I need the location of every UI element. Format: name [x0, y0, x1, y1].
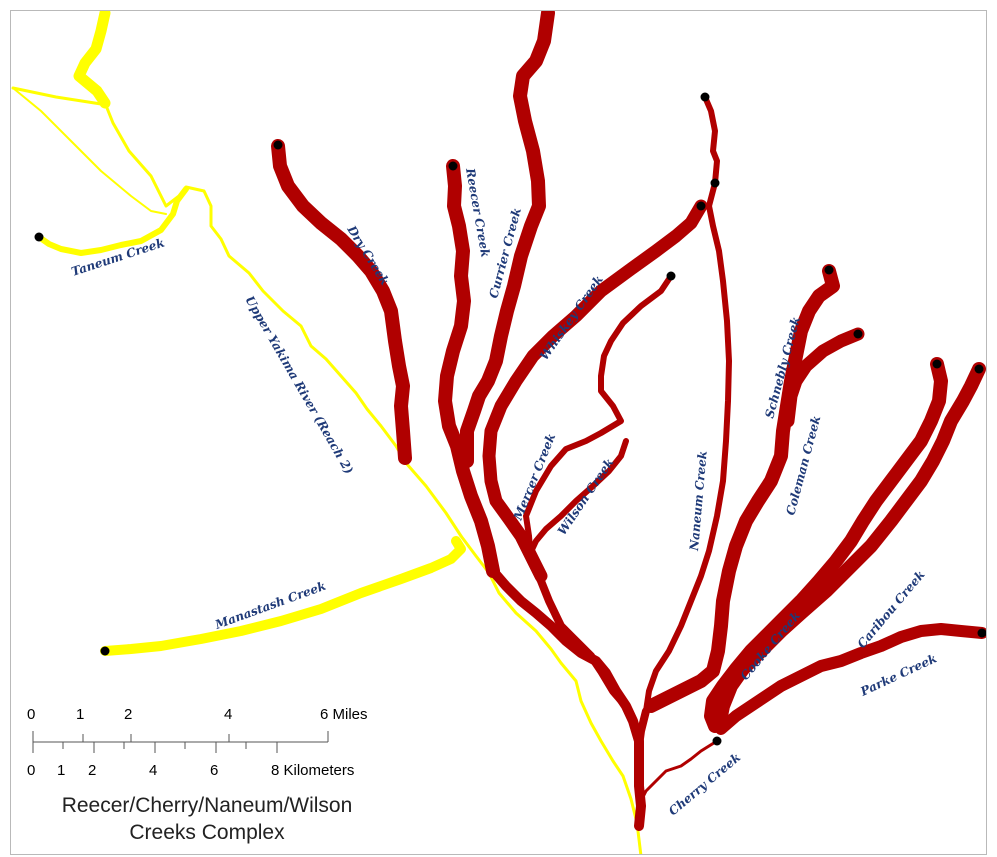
- yellow-streams: [11, 11, 643, 854]
- cooke-endpoint: [932, 359, 942, 369]
- coleman-creek-line: [781, 327, 865, 428]
- reecer-endpoint: [448, 161, 458, 171]
- caribou-creek-line: [712, 362, 986, 733]
- coleman-endpoint: [853, 329, 863, 339]
- whiskey-endpoint: [696, 201, 706, 211]
- scale-km-0: 0: [27, 762, 35, 779]
- naneum-endpoint: [700, 92, 710, 102]
- wilson-creek-line: [526, 438, 629, 559]
- stream-map: Taneum Creek Upper Yakima River (Reach 2…: [11, 11, 986, 854]
- label-wilson-creek: Wilson Creek: [555, 456, 617, 538]
- manastash-creek-line: [100, 536, 466, 656]
- cherry-upper-line: [635, 707, 650, 750]
- scale-miles-4: 4: [224, 706, 232, 723]
- stream-labels: Taneum Creek Upper Yakima River (Reach 2…: [70, 166, 939, 818]
- taneum-endpoint: [34, 232, 44, 242]
- label-cherry-creek: Cherry Creek: [666, 750, 743, 818]
- caribou-endpoint: [974, 364, 984, 374]
- schnebly-creek-line: [644, 264, 840, 713]
- yakima-river-branch: [11, 86, 103, 106]
- manastash-endpoint: [100, 646, 110, 656]
- scale-miles-1: 1: [76, 706, 84, 723]
- dry-endpoint: [273, 140, 283, 150]
- map-frame: Taneum Creek Upper Yakima River (Reach 2…: [10, 10, 987, 855]
- taneum-creek-line: [36, 186, 189, 256]
- cherry-creek-line: [639, 739, 719, 803]
- scale-km-4: 4: [149, 762, 157, 779]
- red-streams: [271, 11, 986, 831]
- cherry-endpoint: [712, 736, 722, 746]
- parke-creek-line: [715, 623, 986, 735]
- scale-km-2: 2: [88, 762, 96, 779]
- scale-line-km: [32, 742, 278, 753]
- scale-miles-2: 2: [124, 706, 132, 723]
- scale-bar: 0 1 2 4 6 Miles 0 1 2 4 6 8 Kilometers: [27, 706, 368, 779]
- currier-creek-line: [460, 11, 555, 468]
- yakima-river-mid: [103, 101, 463, 538]
- label-whiskey-creek: Whiskey Creek: [537, 273, 606, 363]
- scale-miles-6: 6 Miles: [320, 706, 368, 723]
- schnebly-endpoint: [824, 265, 834, 275]
- label-parke-creek: Parke Creek: [857, 651, 938, 699]
- naneum2-endpoint: [710, 178, 720, 188]
- reecer-creek-line: [438, 159, 500, 578]
- mercer-creek-line: [523, 273, 674, 564]
- label-upper-yakima: Upper Yakima River (Reach 2): [242, 294, 356, 477]
- scale-miles-0: 0: [27, 706, 35, 723]
- title-line-2: Creeks Complex: [129, 821, 285, 844]
- taneum-upper: [12, 87, 167, 215]
- label-mercer-creek: Mercer Creek: [510, 431, 558, 523]
- scale-line-miles: [32, 731, 329, 753]
- label-naneum-creek: Naneum Creek: [687, 450, 710, 552]
- mercer-endpoint: [666, 271, 676, 281]
- parke-endpoint: [977, 628, 986, 638]
- title-line-1: Reecer/Cherry/Naneum/Wilson: [62, 794, 353, 817]
- dry-creek-line: [271, 139, 412, 465]
- map-title: Reecer/Cherry/Naneum/Wilson Creeks Compl…: [62, 794, 353, 844]
- stream-endpoints: [34, 92, 986, 746]
- scale-km-6: 6: [210, 762, 218, 779]
- label-taneum-creek: Taneum Creek: [70, 236, 167, 279]
- naneum-lower: [527, 557, 630, 710]
- scale-km-8: 8 Kilometers: [271, 762, 354, 779]
- naneum-creek-line: [643, 94, 732, 714]
- yakima-river-thick: [73, 11, 111, 109]
- whiskey-creek-line: [482, 199, 708, 583]
- scale-km-1: 1: [57, 762, 65, 779]
- yakima-river-lower: [459, 534, 643, 854]
